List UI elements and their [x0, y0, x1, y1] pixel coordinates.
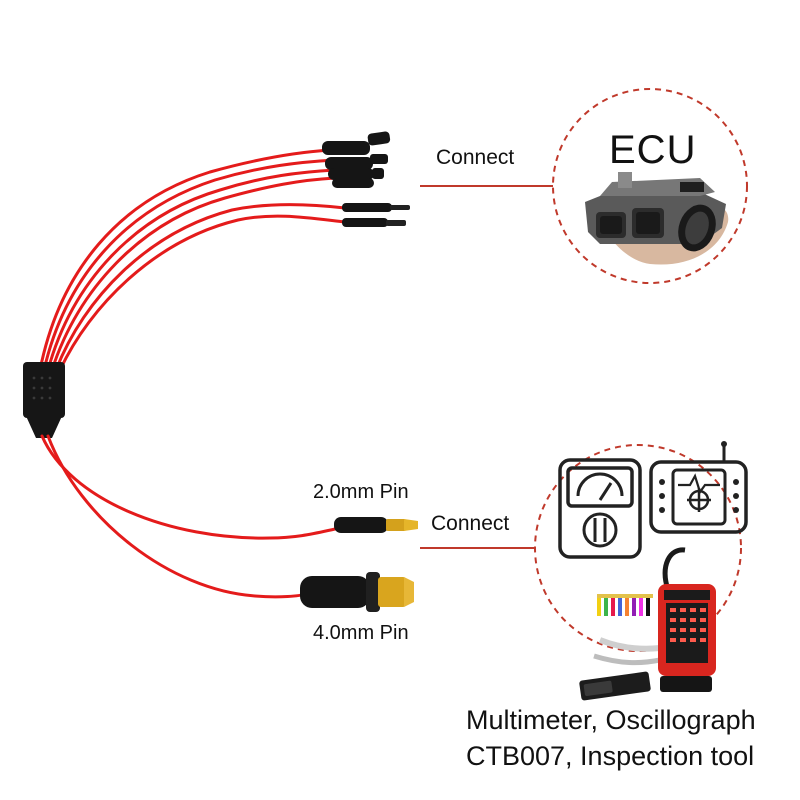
pin-2mm-label: 2.0mm Pin	[313, 481, 409, 503]
junction-block	[23, 362, 65, 438]
pin-connector	[342, 218, 406, 227]
tools-circle	[534, 441, 748, 701]
pin-connector	[322, 131, 391, 155]
pin-4mm	[300, 572, 414, 612]
ecu-circle	[552, 88, 748, 284]
pin-connector	[342, 203, 410, 212]
tools-caption-line2: CTB007, Inspection tool	[466, 741, 755, 771]
cable-bundle-upper	[38, 148, 347, 372]
connect-label-tools: Connect	[431, 512, 510, 535]
connect-label-ecu: Connect	[436, 146, 515, 169]
pin-4mm-label: 4.0mm Pin	[313, 622, 409, 644]
oscilloscope-icon	[649, 441, 748, 534]
multimeter-icon	[558, 458, 642, 559]
tools-caption-line1: Multimeter, Oscillograph	[466, 705, 756, 735]
relay-tester-device	[579, 547, 716, 701]
pin-2mm	[334, 517, 418, 533]
ecu-photo	[585, 172, 729, 265]
pin-connector	[328, 168, 384, 180]
probe-pin-set	[597, 594, 653, 616]
cable-bundle-lower	[40, 434, 342, 599]
ecu-label: ECU	[609, 128, 697, 172]
pin-connector	[325, 154, 388, 170]
pin-connector	[332, 178, 374, 188]
upper-pin-connectors	[322, 131, 410, 227]
